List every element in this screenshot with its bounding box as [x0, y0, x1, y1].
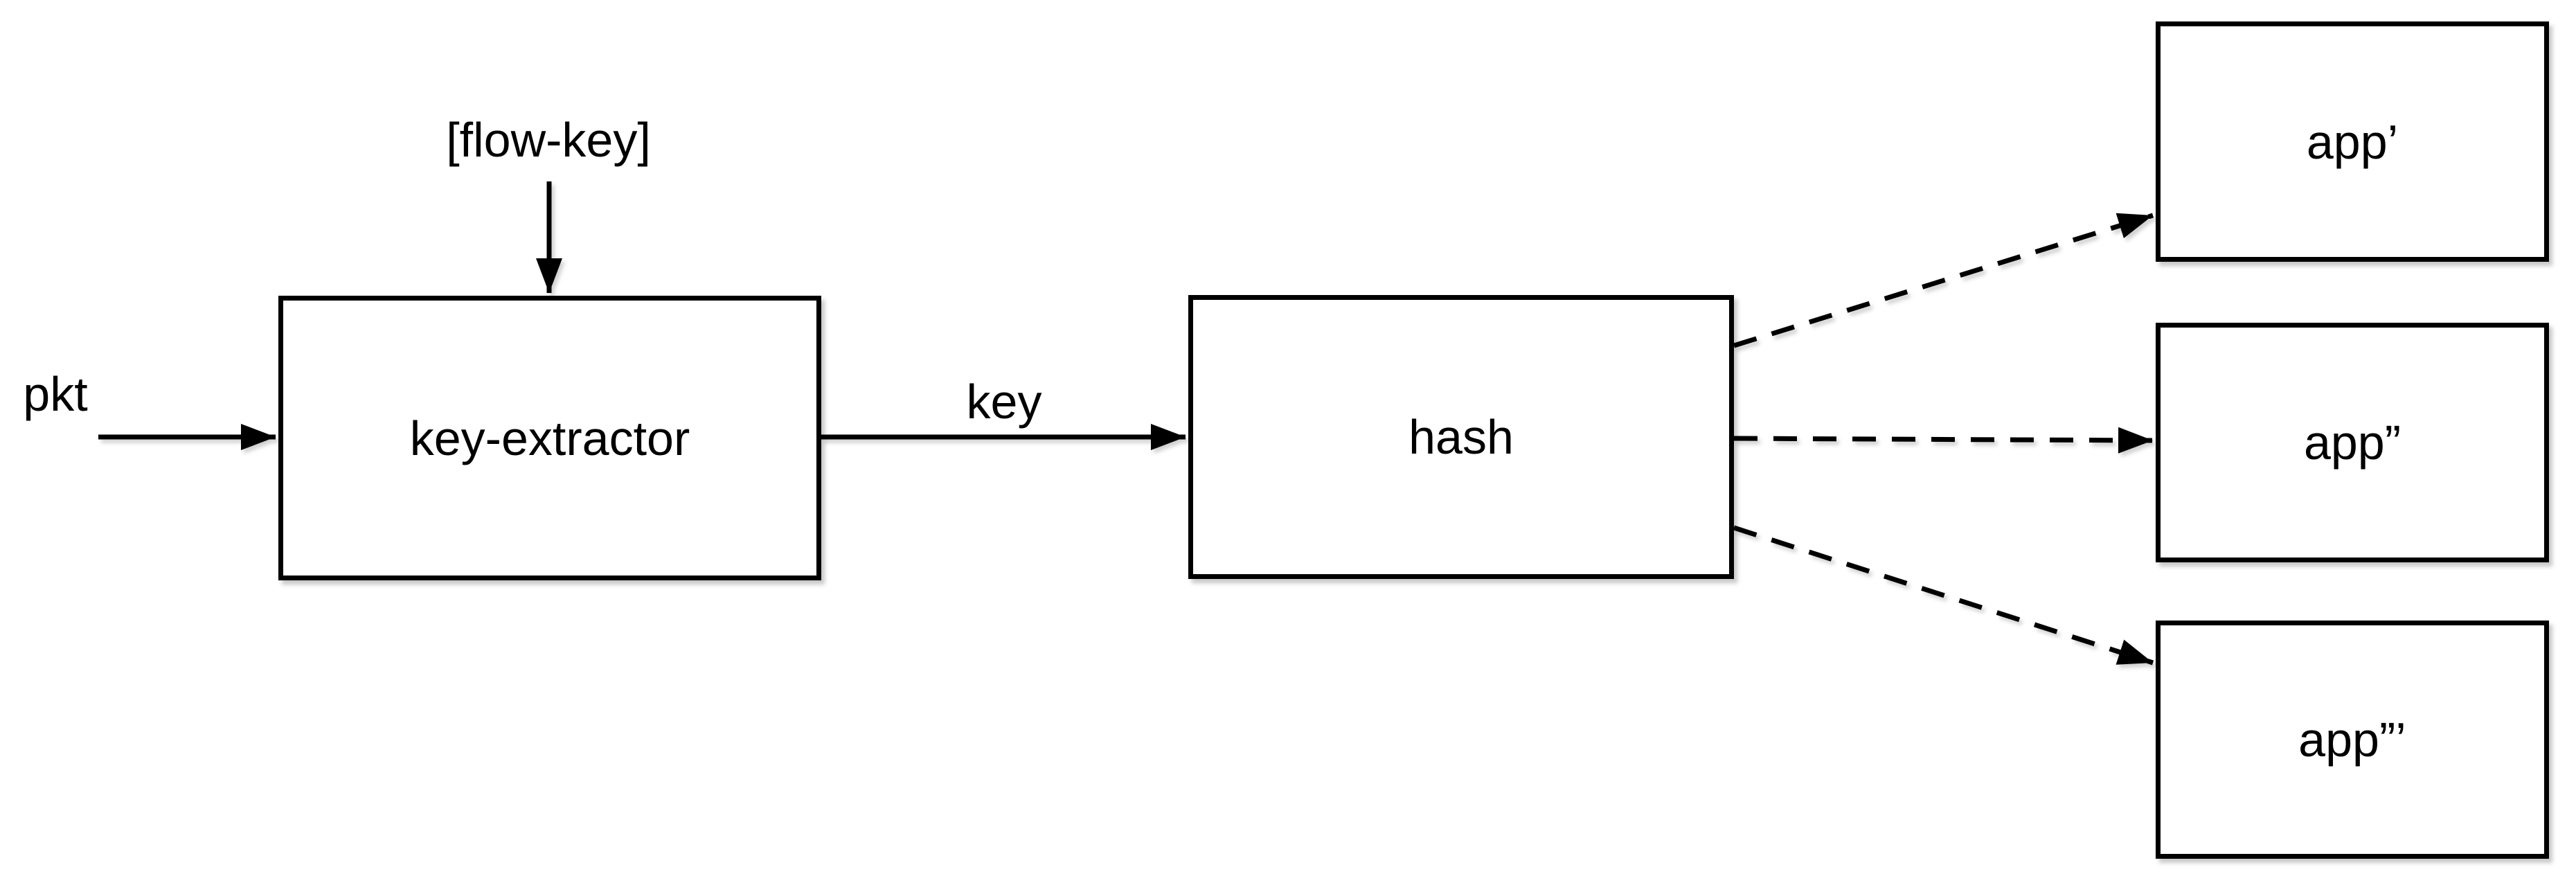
node-app-prime-label: app’ — [2306, 114, 2399, 169]
node-hash-label: hash — [1408, 410, 1514, 464]
hash-to-app1-dashed-arrow — [1733, 213, 2154, 348]
hash-to-app3-dashed-arrow — [1733, 525, 2154, 666]
hash-to-app2-dashed-arrow — [1733, 427, 2154, 454]
edge-label-key: key — [966, 375, 1042, 429]
node-app-triple-prime: app”’ — [2156, 621, 2549, 859]
node-hash: hash — [1188, 295, 1734, 579]
node-app-double-prime: app” — [2156, 323, 2549, 562]
node-app-triple-prime-label: app”’ — [2298, 713, 2406, 767]
node-key-extractor-label: key-extractor — [409, 411, 690, 465]
edge-label-flow-key: [flow-key] — [446, 113, 651, 167]
node-app-prime: app’ — [2156, 21, 2549, 262]
node-key-extractor: key-extractor — [278, 296, 821, 580]
node-app-double-prime-label: app” — [2303, 416, 2401, 470]
edge-label-pkt: pkt — [23, 367, 88, 421]
